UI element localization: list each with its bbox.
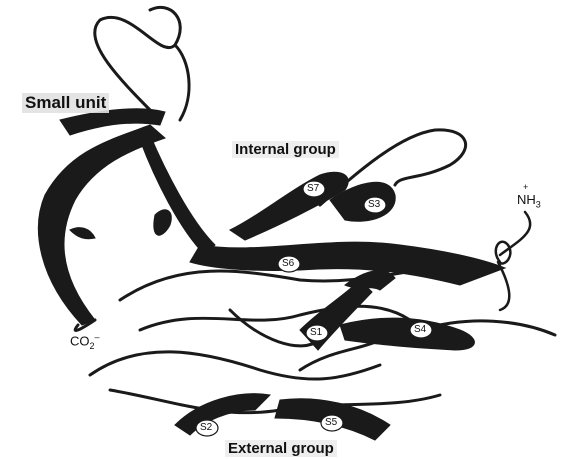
strand-label-s1: S1 [310,327,322,338]
n-terminus-text: NH [517,192,536,207]
c-terminus-charge: – [95,332,100,342]
ribbon-central-descend [140,135,215,255]
internal-group-label: Internal group [232,141,339,158]
strand-label-s3: S3 [368,199,380,210]
strand-label-s4: S4 [414,324,426,335]
ribbon-s6 [190,242,505,285]
coil-lower-1 [90,352,380,379]
ribbon-s2 [175,394,270,435]
coil-lower-2 [110,390,440,413]
c-terminus-text: CO [70,333,90,348]
c-terminus-label: CO2– [70,332,100,351]
strand-label-s7: S7 [307,183,319,194]
ribbon-fragment-1 [154,210,172,235]
external-group-label: External group [225,440,337,457]
coil-top-loop-2 [175,45,189,120]
n-terminus-label: NH3+ [517,192,541,210]
coil-right-tail [500,212,530,255]
strand-label-s6: S6 [282,258,294,269]
ribbon-s7 [230,172,348,240]
strand-label-s5: S5 [325,417,337,428]
c-terminus-sub: 2 [90,341,95,351]
ribbon-left-edge [70,228,95,239]
ribbon-fragment-2 [345,271,395,290]
n-terminus-sub: 3 [536,200,541,210]
strand-label-s2: S2 [200,422,212,433]
small-unit-label: Small unit [22,93,109,113]
n-terminus-charge: + [523,182,528,192]
